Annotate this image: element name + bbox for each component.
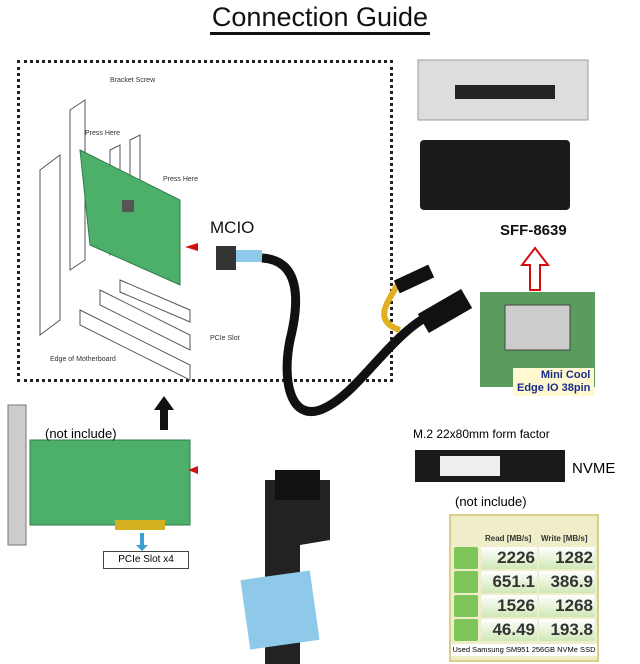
pcie-slots — [79, 279, 191, 381]
mcio-sleeve — [236, 250, 262, 262]
row-tag[interactable] — [454, 571, 478, 593]
benchmark-screenshot: Read [MB/s] Write [MB/s] 2226 1282 651.1… — [449, 514, 599, 662]
mini-cool-line2: Edge IO 38pin — [517, 382, 591, 394]
write-header: Write [MB/s] — [541, 534, 588, 543]
edge-motherboard-label: Edge of Motherboard — [50, 356, 116, 363]
read-header: Read [MB/s] — [485, 534, 532, 543]
adapter-pcb — [29, 439, 191, 526]
mcio-label: MCIO — [210, 218, 255, 237]
read-value: 2226 — [481, 547, 537, 569]
adapter-red-arrow-icon — [188, 466, 198, 474]
black-up-arrow-icon — [154, 396, 174, 430]
row-tag[interactable] — [454, 619, 478, 641]
nvme-label: NVME — [572, 460, 616, 477]
title-text: Connection Guide — [209, 2, 431, 35]
up-arrow-icon — [519, 246, 551, 291]
sata-power-connector — [393, 264, 435, 294]
sff-plug — [417, 288, 473, 334]
pcie-slot-x4-label: PCIe Slot x4 — [103, 551, 189, 569]
red-arrow-icon — [185, 243, 198, 251]
card-chip — [122, 200, 134, 212]
row-tag[interactable] — [454, 547, 478, 569]
write-value: 1268 — [539, 595, 595, 617]
read-value: 1526 — [481, 595, 537, 617]
cable — [261, 253, 442, 416]
installation-diagram-box — [17, 60, 393, 382]
press-here-label-2: Press Here — [163, 176, 199, 183]
adapter-not-include: (not include) — [45, 426, 117, 441]
write-value: 193.8 — [539, 619, 595, 641]
read-value: 46.49 — [481, 619, 537, 641]
down-arrow-icon — [136, 533, 148, 551]
benchmark-caption: Used Samsung SM951 256GB NVMe SSD — [451, 644, 597, 656]
sff-8639-label: SFF-8639 — [500, 222, 567, 239]
mcio-plug — [216, 246, 236, 270]
write-value: 386.9 — [539, 571, 595, 593]
pcb-card — [79, 149, 181, 286]
sff-8639-connector-photo — [420, 140, 570, 210]
page-title: Connection Guide — [0, 2, 640, 35]
m2-not-include: (not include) — [455, 494, 527, 509]
press-here-label-1: Press Here — [85, 130, 121, 137]
read-value: 651.1 — [481, 571, 537, 593]
pcie-slot-label: PCIe Slot — [210, 335, 240, 342]
adapter-bracket — [7, 404, 27, 546]
m2-form-factor-label: M.2 22x80mm form factor — [413, 427, 550, 441]
row-tag[interactable] — [454, 595, 478, 617]
write-value: 1282 — [539, 547, 595, 569]
mini-cool-line1: Mini Cool — [540, 369, 591, 381]
bracket-screw-label: Bracket Screw — [110, 77, 156, 84]
